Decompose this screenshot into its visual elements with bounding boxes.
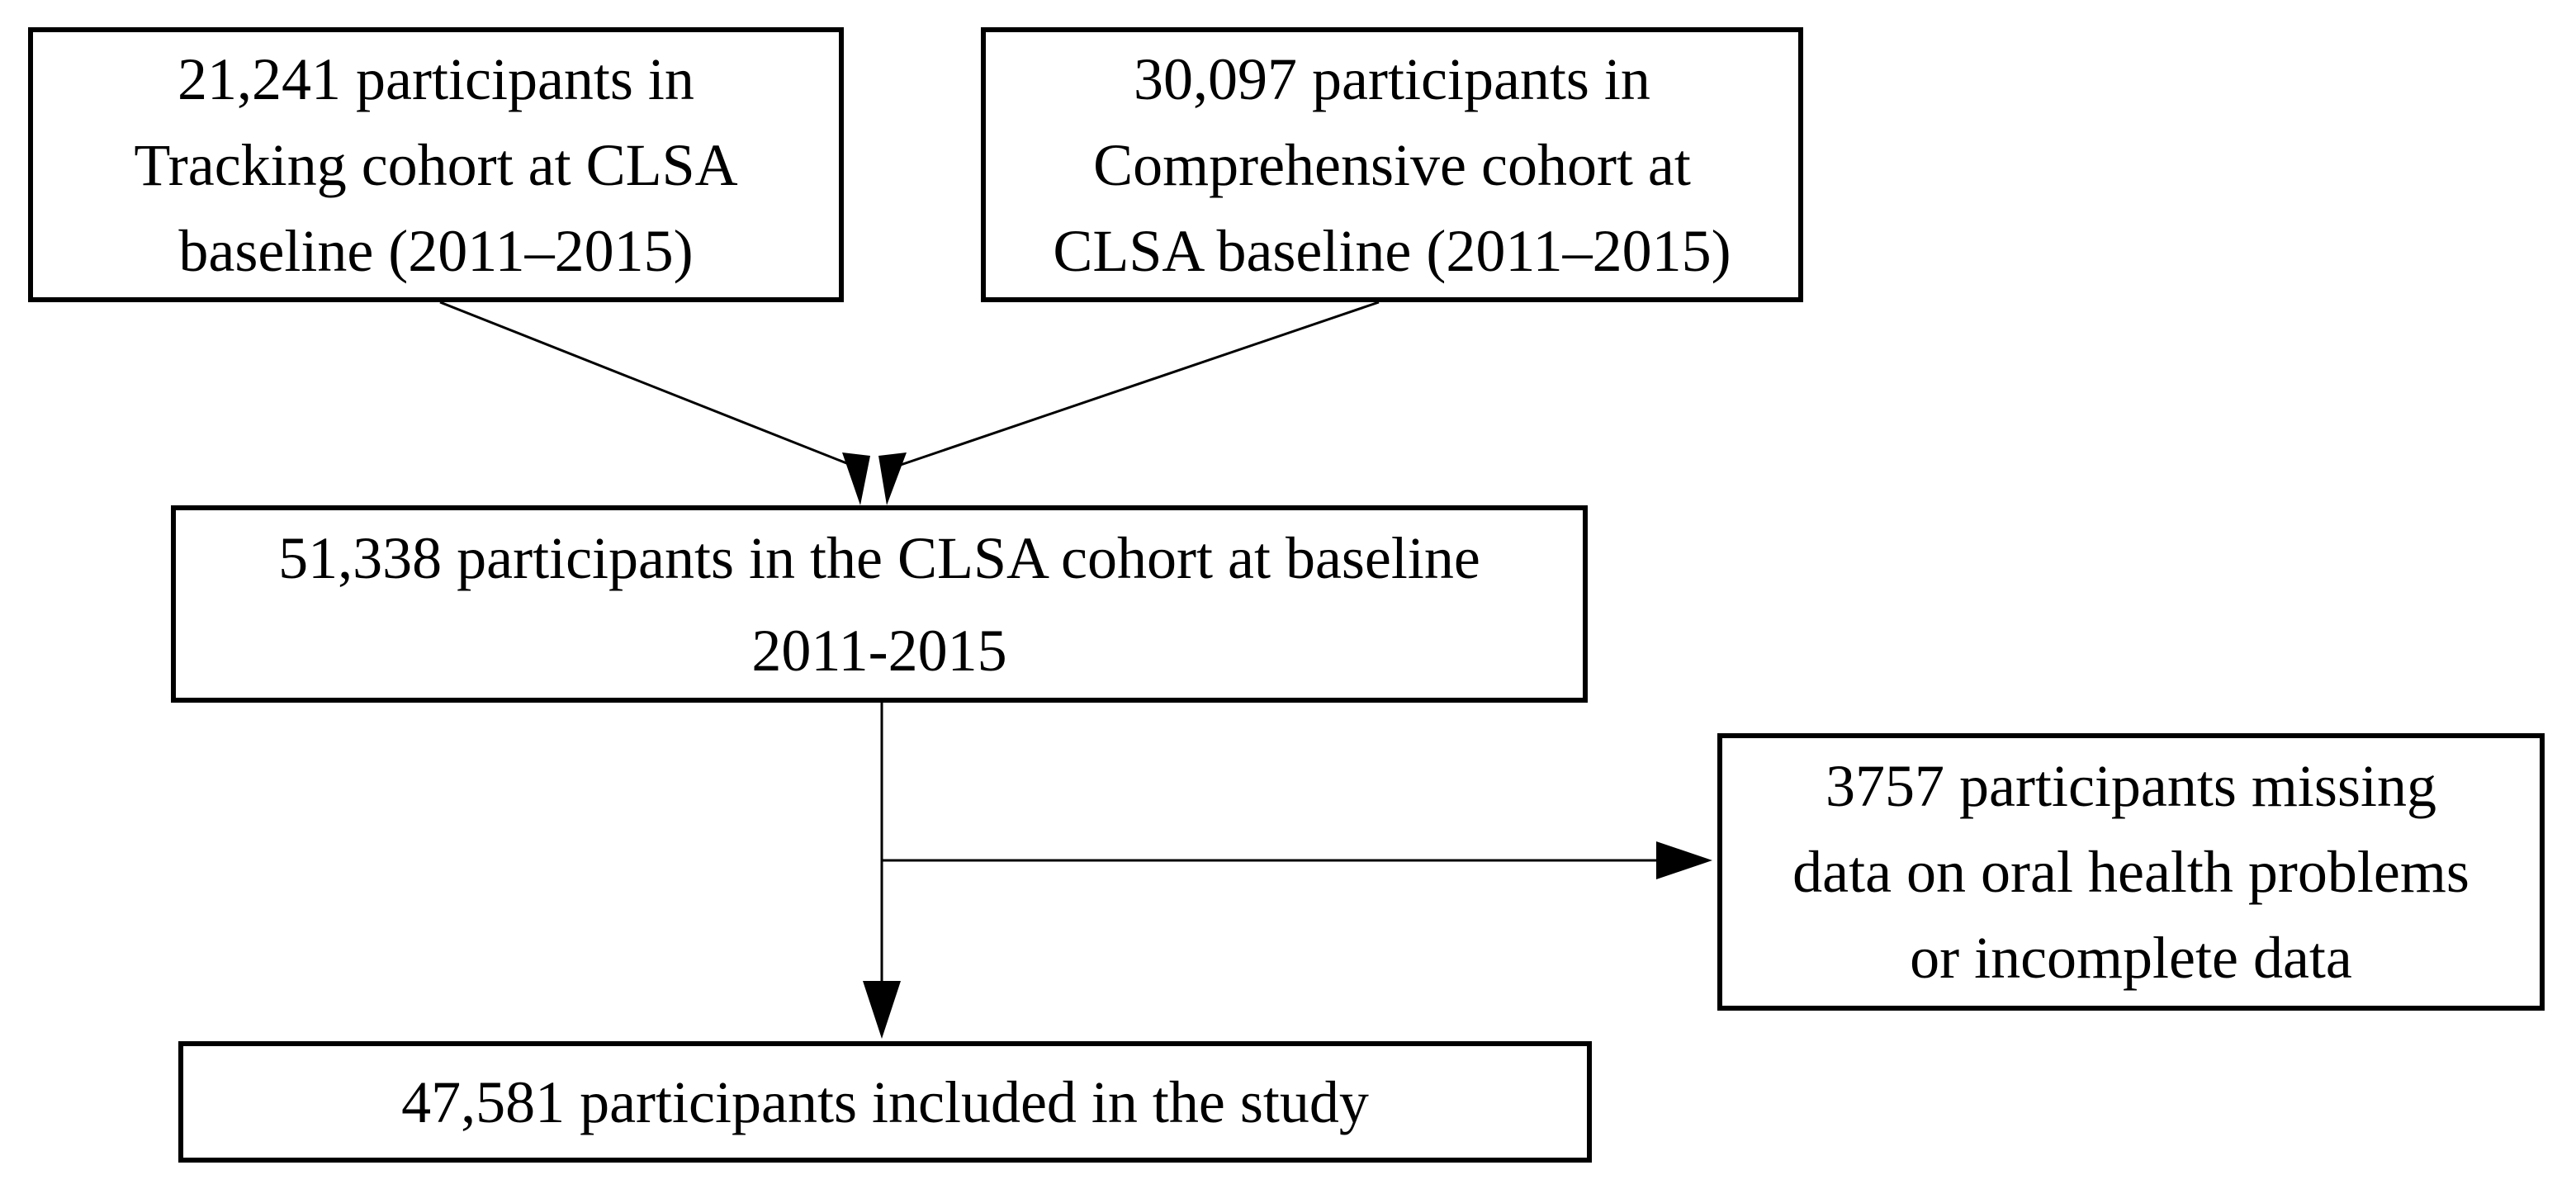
- box-tracking-line-3: baseline (2011–2015): [178, 217, 694, 284]
- box-baseline-line-1: 51,338 participants in the CLSA cohort a…: [278, 524, 1480, 591]
- arrowhead-right-icon: [1656, 841, 1712, 879]
- box-tracking-line-2: Tracking cohort at CLSA: [134, 131, 738, 198]
- box-included-line-1: 47,581 participants included in the stud…: [401, 1068, 1369, 1135]
- box-excluded-line-3: or incomplete data: [1910, 925, 2352, 991]
- arrowhead-down-icon: [863, 981, 901, 1039]
- box-excluded-missing-data: 3757 participants missing data on oral h…: [1717, 733, 2545, 1011]
- connector-tracking-to-baseline: [439, 301, 858, 469]
- arrowhead-down-left-icon: [842, 452, 870, 505]
- box-comprehensive-cohort: 30,097 participants in Comprehensive coh…: [981, 27, 1803, 302]
- connector-comprehensive-to-baseline: [893, 301, 1380, 469]
- box-clsa-baseline-total: 51,338 participants in the CLSA cohort a…: [171, 505, 1588, 703]
- arrowhead-down-right-icon: [878, 452, 907, 505]
- box-excluded-line-1: 3757 participants missing: [1825, 753, 2436, 819]
- box-tracking-line-1: 21,241 participants in: [178, 45, 694, 112]
- box-comprehensive-line-2: Comprehensive cohort at: [1093, 131, 1691, 198]
- box-tracking-cohort: 21,241 participants in Tracking cohort a…: [28, 27, 844, 302]
- box-included-in-study: 47,581 participants included in the stud…: [178, 1041, 1592, 1163]
- box-comprehensive-line-1: 30,097 participants in: [1134, 45, 1650, 112]
- box-baseline-line-2: 2011-2015: [751, 617, 1007, 684]
- box-excluded-line-2: data on oral health problems: [1792, 839, 2469, 905]
- box-comprehensive-line-3: CLSA baseline (2011–2015): [1053, 217, 1731, 284]
